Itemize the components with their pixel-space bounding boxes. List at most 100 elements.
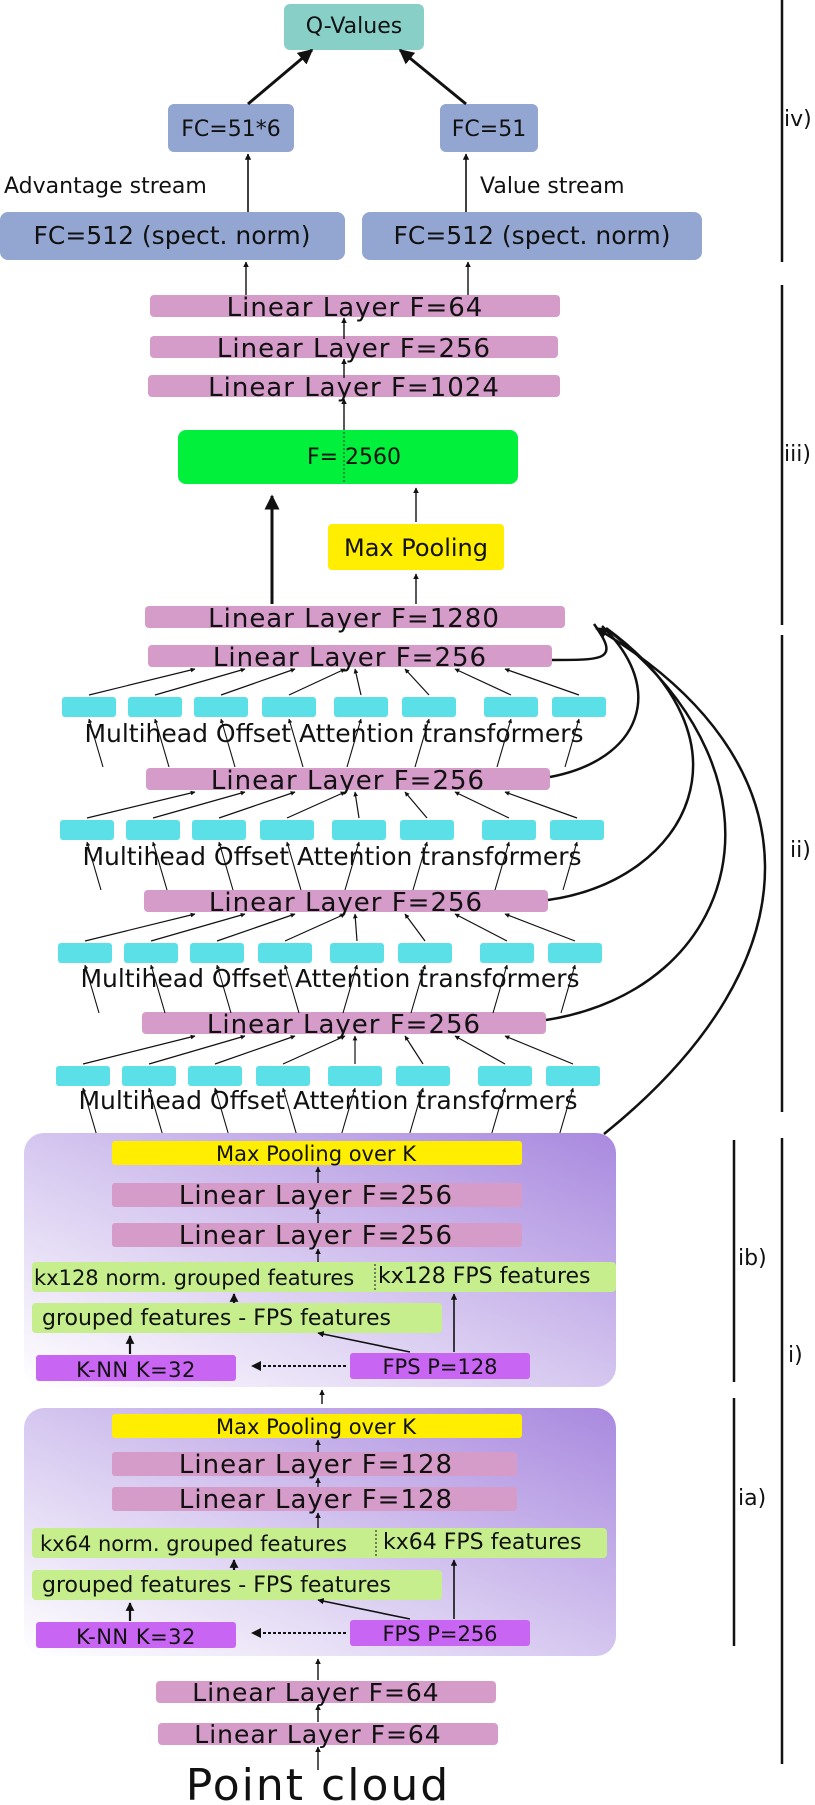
linear-256-s1-label: Linear Layer F=256 (213, 643, 487, 673)
attention-arrow (353, 668, 362, 696)
fps-ia-label: FPS P=256 (382, 1622, 497, 1646)
linear-256a-ib-box (112, 1183, 522, 1207)
attention-block (122, 1066, 176, 1086)
linear-64-label: Linear Layer F=64 (227, 293, 484, 323)
linear-128a-ia-box (112, 1452, 517, 1476)
attention-s4-label: Multihead Offset Attention transformers (78, 1086, 577, 1115)
maxpool-k-ia-box (112, 1414, 522, 1438)
norm-grouped-ia-box (32, 1528, 607, 1558)
linear-256-s3-label: Linear Layer F=256 (209, 888, 483, 918)
attention-input-arrow (147, 1087, 164, 1137)
attention-arrow (150, 912, 246, 942)
attention-arrow (404, 791, 428, 819)
attention-input-arrow (87, 718, 104, 768)
attention-arrow (282, 1035, 346, 1065)
attention-arrow (404, 913, 426, 942)
section-iii-label: iii) (784, 442, 811, 467)
attention-block (124, 943, 178, 963)
attention-input-arrow (340, 1087, 357, 1137)
fps-ib-box (350, 1353, 530, 1379)
grouped-minus-ib-label: grouped features - FPS features (42, 1306, 391, 1331)
linear-64b-bottom-box (158, 1723, 498, 1745)
arrow-fc-val-to-q (398, 48, 467, 106)
grouped-minus-ia-label: grouped features - FPS features (42, 1573, 391, 1598)
attention-input-arrow (414, 718, 431, 768)
attention-arrow (214, 1035, 296, 1065)
attention-input-arrow (285, 841, 302, 891)
knn-ia-label: K-NN K=32 (76, 1625, 196, 1649)
attention-arrow (288, 668, 346, 696)
attention-input-arrow (83, 964, 100, 1014)
section-ii-label: ii) (790, 838, 811, 863)
attention-block (402, 697, 456, 717)
attention-input-arrow (342, 964, 359, 1014)
attention-block (552, 697, 606, 717)
attention-block (192, 820, 246, 840)
attention-arrow (454, 668, 512, 696)
attention-input-arrow (151, 841, 168, 891)
attention-arrow (82, 1034, 196, 1065)
q-values-label: Q-Values (306, 14, 402, 39)
knn-ib-label: K-NN K=32 (76, 1358, 196, 1382)
attention-block (58, 943, 112, 963)
attention-input-arrow (213, 1087, 230, 1137)
linear-256b-ib-box (112, 1223, 522, 1247)
maxpool-k-ib-label: Max Pooling over K (216, 1142, 417, 1166)
attention-arrow (220, 668, 296, 696)
attention-block (128, 697, 182, 717)
attention-input-arrow (283, 964, 300, 1014)
linear-128b-ia-label: Linear Layer F=128 (179, 1485, 453, 1515)
attention-block (56, 1066, 110, 1086)
fc-advantage-box (168, 104, 294, 152)
attention-block (258, 943, 312, 963)
attention-arrow (154, 667, 246, 696)
attention-block (188, 1066, 242, 1086)
section-i-label: i) (788, 1343, 803, 1368)
max-pooling-label: Max Pooling (344, 534, 488, 562)
attention-arrow (352, 913, 358, 942)
knn-ib-box (36, 1355, 236, 1381)
concat-feature-box (178, 430, 518, 484)
linear-1024-label: Linear Layer F=1024 (208, 373, 500, 403)
section-iv-label: iv) (784, 107, 812, 132)
attention-arrow (504, 1035, 574, 1065)
attention-arrow (218, 791, 296, 819)
linear-128b-ia-box (112, 1487, 517, 1511)
linear-256-s4-label: Linear Layer F=256 (207, 1010, 481, 1040)
attention-input-arrow (558, 1087, 575, 1137)
attention-block (546, 1066, 600, 1086)
attention-input-arrow (287, 718, 304, 768)
linear-1280-label: Linear Layer F=1280 (208, 604, 500, 634)
grouped-minus-ib-box (32, 1303, 442, 1333)
attention-input-arrow (494, 841, 511, 891)
fc-advantage-label: FC=51*6 (181, 117, 280, 142)
arrow-fps-to-grouped-ib (317, 1331, 411, 1353)
attention-block (190, 943, 244, 963)
linear-256b-ib-label: Linear Layer F=256 (179, 1221, 453, 1251)
linear-64a-bottom-box (156, 1681, 496, 1703)
norm-grouped-ib-box (32, 1262, 616, 1292)
attention-arrow (504, 791, 578, 819)
attention-arrow (454, 913, 508, 942)
value-stream-label: Value stream (480, 174, 625, 199)
skip-curve-4 (545, 629, 727, 1022)
maxpool-k-ib-box (112, 1141, 522, 1165)
attention-block (548, 943, 602, 963)
attention-block (480, 943, 534, 963)
fc-value-label: FC=51 (452, 117, 526, 142)
section-ib-label: ib) (738, 1246, 767, 1271)
attention-input-arrow (410, 964, 427, 1014)
attention-block (550, 820, 604, 840)
fc512-right-box (362, 212, 702, 260)
arrow-fps-to-grouped-ia (317, 1598, 411, 1620)
attention-input-arrow (408, 1087, 425, 1137)
attention-block (400, 820, 454, 840)
attention-input-arrow (153, 718, 170, 768)
grouped-minus-ia-box (32, 1570, 442, 1600)
linear-1024-box (148, 375, 560, 397)
attention-arrow (86, 790, 196, 819)
linear-1280-box (145, 606, 565, 628)
advantage-stream-label: Advantage stream (4, 174, 207, 199)
attention-block (484, 697, 538, 717)
linear-64a-bottom-label: Linear Layer F=64 (192, 1678, 439, 1707)
